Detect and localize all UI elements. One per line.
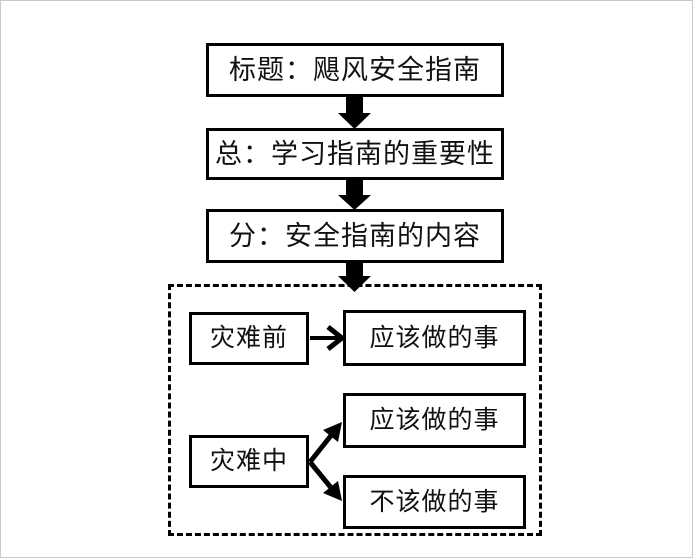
node-summary-label: 总：学习指南的重要性 xyxy=(215,138,495,169)
node-title[interactable]: 标题：飓风安全指南 xyxy=(206,43,504,97)
node-detail[interactable]: 分：安全指南的内容 xyxy=(206,209,504,263)
node-during-should-do[interactable]: 应该做的事 xyxy=(343,393,526,448)
node-stage-before-label: 灾难前 xyxy=(209,325,288,352)
node-during-should-not-do[interactable]: 不该做的事 xyxy=(343,475,526,529)
node-before-should-do[interactable]: 应该做的事 xyxy=(343,310,526,366)
node-stage-during-label: 灾难中 xyxy=(209,448,288,475)
arrow-summary-to-detail xyxy=(338,180,371,210)
node-during-should-not-do-label: 不该做的事 xyxy=(369,488,500,516)
node-before-should-do-label: 应该做的事 xyxy=(369,324,500,352)
node-stage-before[interactable]: 灾难前 xyxy=(189,312,309,365)
node-stage-during[interactable]: 灾难中 xyxy=(189,435,309,488)
node-summary[interactable]: 总：学习指南的重要性 xyxy=(206,128,504,180)
node-during-should-do-label: 应该做的事 xyxy=(369,407,500,434)
node-title-label: 标题：飓风安全指南 xyxy=(229,54,481,85)
node-detail-label: 分：安全指南的内容 xyxy=(229,220,481,251)
arrow-title-to-summary xyxy=(338,97,371,129)
